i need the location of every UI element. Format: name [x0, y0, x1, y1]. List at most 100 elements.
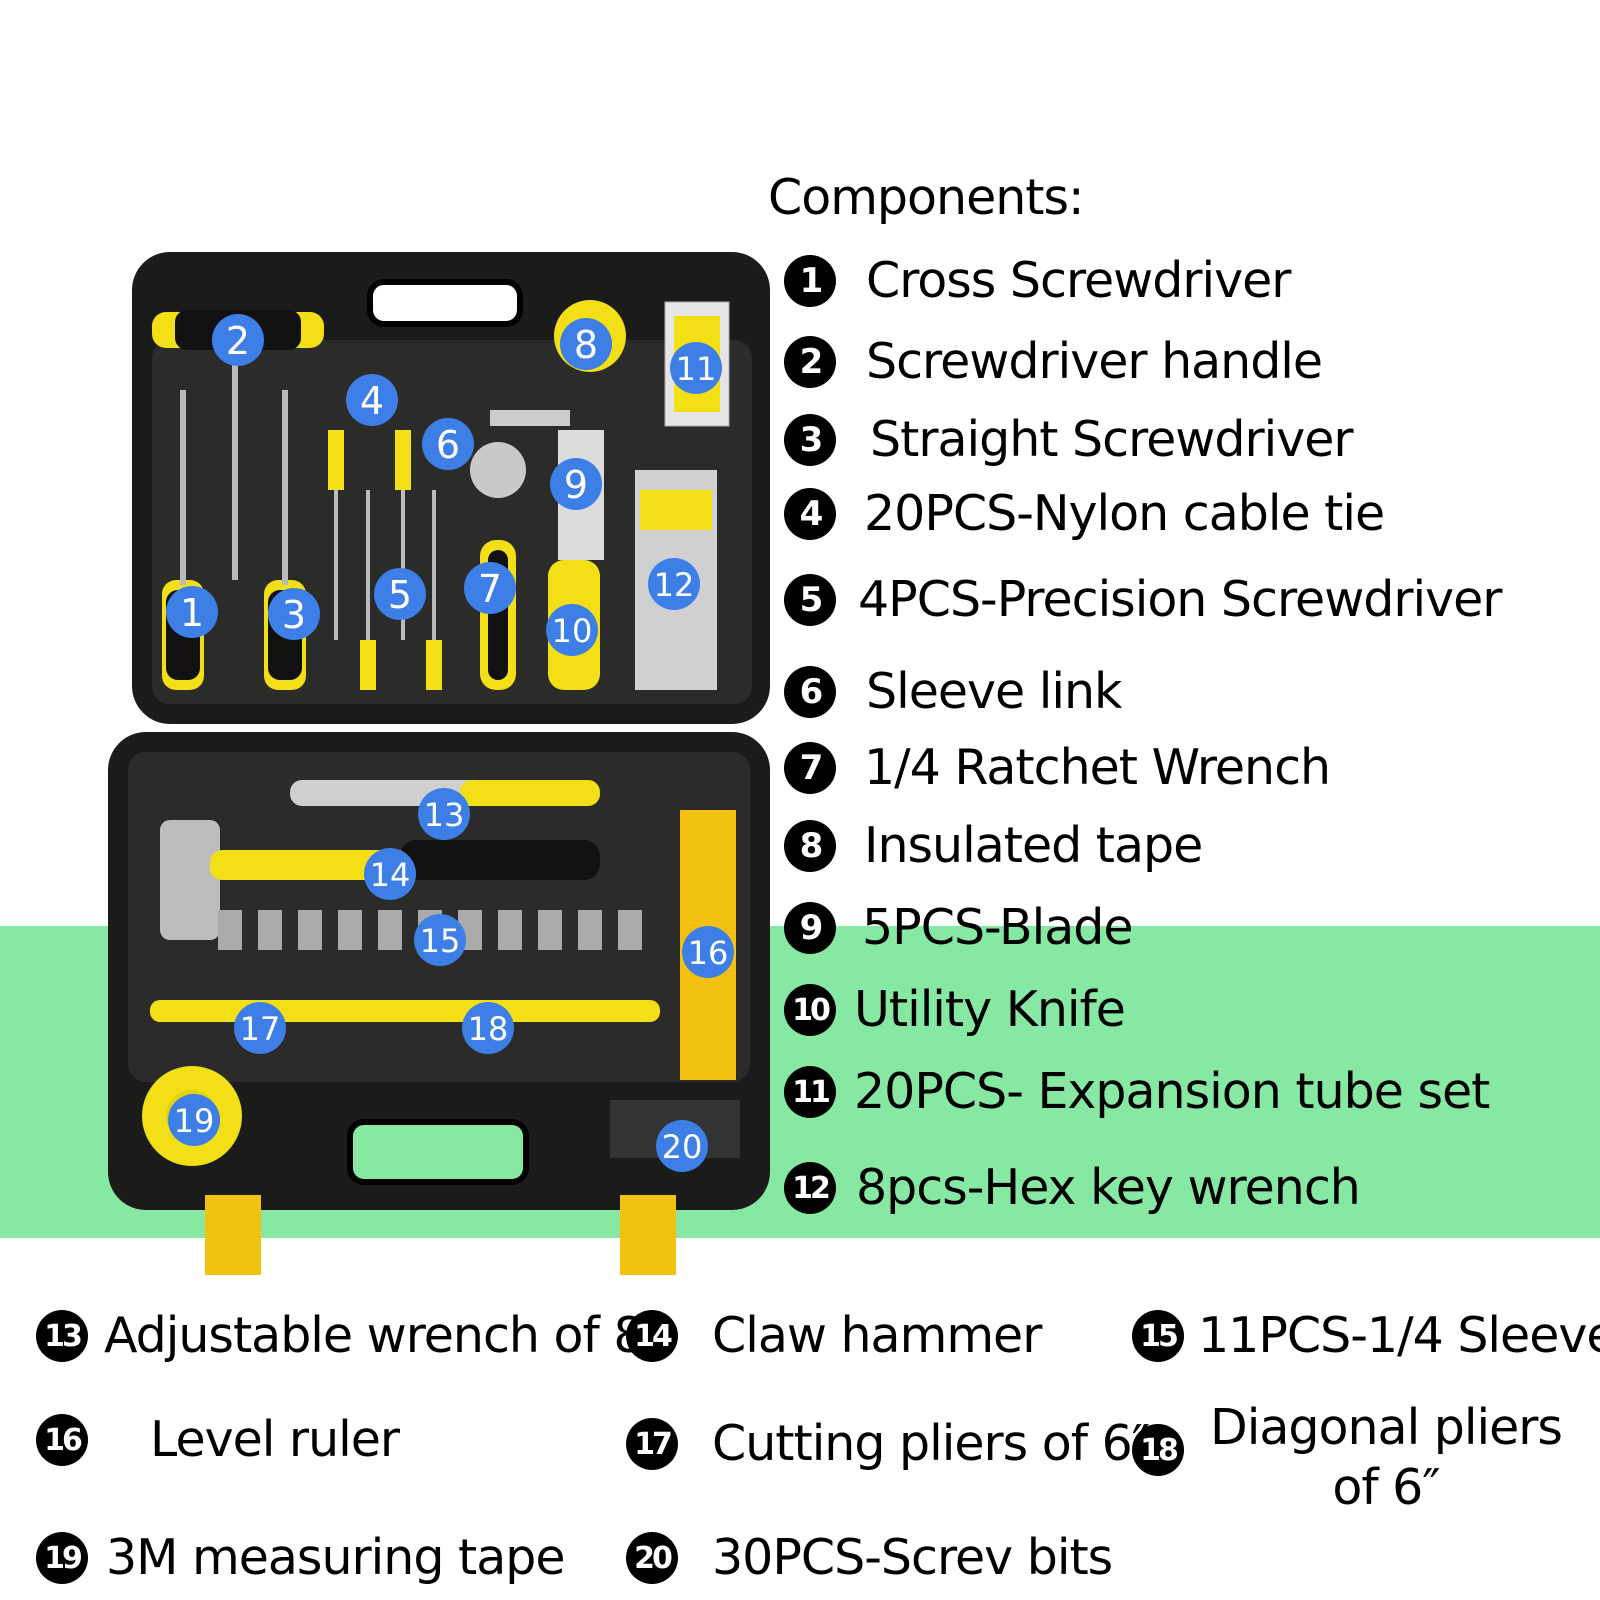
ratchet-wrench-icon	[470, 442, 526, 498]
number-badge: 11	[784, 1066, 836, 1118]
component-item: 11 20PCS- Expansion tube set	[784, 1062, 1490, 1122]
component-item: 4 20PCS-Nylon cable tie	[784, 484, 1385, 544]
component-item: 7 1/4 Ratchet Wrench	[784, 738, 1331, 798]
marker-8	[560, 318, 612, 370]
marker-label: 18	[468, 1010, 509, 1048]
marker-17	[234, 1002, 286, 1054]
component-label: Adjustable wrench of 8″	[104, 1307, 662, 1364]
component-item: 14 Claw hammer	[626, 1306, 1042, 1366]
component-item: 15 11PCS-1/4 Sleeve	[1132, 1306, 1600, 1366]
marker-10	[546, 604, 598, 656]
number-badge: 12	[784, 1162, 836, 1214]
marker-label: 20	[662, 1128, 703, 1166]
marker-18	[462, 1002, 514, 1054]
number-badge: 10	[784, 984, 836, 1036]
tool-markers: 1 2 3 4 5 6 7 8 9 10 11 12 13 14 15 16 1…	[166, 314, 734, 1172]
component-item: 8 Insulated tape	[784, 816, 1203, 876]
number-badge: 18	[1132, 1424, 1184, 1476]
marker-label: 8	[574, 323, 598, 367]
lid-handle-slot	[367, 279, 523, 327]
marker-label: 19	[174, 1102, 215, 1140]
marker-label: 9	[564, 463, 588, 507]
component-label: 20PCS- Expansion tube set	[854, 1063, 1490, 1120]
number-badge: 4	[784, 488, 836, 540]
marker-label: 13	[424, 796, 465, 834]
claw-hammer-icon	[160, 820, 220, 940]
sleeve-link-icon	[490, 410, 570, 426]
number-badge: 8	[784, 820, 836, 872]
component-item: 12 8pcs-Hex key wrench	[784, 1158, 1361, 1218]
marker-label: 12	[654, 566, 695, 604]
component-label: 11PCS-1/4 Sleeve	[1198, 1307, 1600, 1364]
cutting-pliers-icon	[150, 1000, 420, 1022]
component-label: Diagonal pliers of 6″	[1210, 1399, 1563, 1516]
number-badge: 19	[36, 1532, 88, 1584]
component-label: Screwdriver handle	[866, 333, 1323, 390]
marker-13	[418, 788, 470, 840]
diagonal-pliers-icon	[400, 1000, 660, 1022]
marker-label: 5	[388, 573, 412, 617]
marker-label: 11	[676, 350, 717, 388]
number-badge: 15	[1132, 1310, 1184, 1362]
component-item: 2 Screwdriver handle	[784, 332, 1323, 392]
marker-14	[364, 848, 416, 900]
marker-9	[550, 458, 602, 510]
number-badge: 17	[626, 1418, 678, 1470]
marker-label: 14	[370, 856, 411, 894]
component-item: 17 Cutting pliers of 6″	[626, 1414, 1150, 1474]
number-badge: 14	[626, 1310, 678, 1362]
component-label: 4PCS-Precision Screwdriver	[858, 571, 1502, 628]
component-item: 10 Utility Knife	[784, 980, 1126, 1040]
marker-4	[346, 374, 398, 426]
number-badge: 13	[36, 1310, 88, 1362]
base-handle-slot	[347, 1119, 529, 1185]
component-label: Level ruler	[150, 1411, 400, 1468]
component-item: 6 Sleeve link	[784, 662, 1122, 722]
component-label: 20PCS-Nylon cable tie	[864, 485, 1385, 542]
number-badge: 16	[36, 1414, 88, 1466]
number-badge: 2	[784, 336, 836, 388]
marker-label: 2	[226, 319, 250, 363]
marker-label: 3	[282, 593, 306, 637]
marker-6	[422, 418, 474, 470]
component-item: 5 4PCS-Precision Screwdriver	[784, 570, 1502, 630]
component-item: 16 Level ruler	[36, 1410, 400, 1470]
latch-left	[205, 1195, 261, 1275]
marker-12	[648, 558, 700, 610]
marker-label: 1	[180, 591, 204, 635]
number-badge: 20	[626, 1532, 678, 1584]
latch-right	[620, 1195, 676, 1275]
precision-screwdriver-icon	[328, 430, 344, 490]
marker-2	[212, 314, 264, 366]
component-label: 8pcs-Hex key wrench	[856, 1159, 1361, 1216]
component-item: 9 5PCS-Blade	[784, 898, 1133, 958]
marker-label: 7	[478, 567, 502, 611]
marker-3	[268, 588, 320, 640]
marker-label: 10	[552, 612, 593, 650]
marker-15	[414, 914, 466, 966]
number-badge: 3	[784, 414, 836, 466]
toolbox-illustration: 1 2 3 4 5 6 7 8 9 10 11 12 13 14 15 16 1…	[108, 252, 770, 1275]
marker-label: 15	[420, 922, 461, 960]
component-item: 19 3M measuring tape	[36, 1528, 566, 1588]
component-label: Insulated tape	[864, 817, 1203, 874]
components-title: Components:	[768, 169, 1085, 226]
number-badge: 5	[784, 574, 836, 626]
component-label: 5PCS-Blade	[862, 899, 1133, 956]
component-item: 3 Straight Screwdriver	[784, 410, 1354, 470]
marker-20	[656, 1120, 708, 1172]
marker-1	[166, 586, 218, 638]
component-label: Cutting pliers of 6″	[712, 1415, 1150, 1472]
component-label: Straight Screwdriver	[870, 411, 1354, 468]
number-badge: 1	[784, 255, 836, 307]
marker-label: 6	[436, 423, 460, 467]
component-label: Claw hammer	[712, 1307, 1042, 1364]
marker-7	[464, 562, 516, 614]
component-label: 3M measuring tape	[106, 1529, 566, 1586]
component-item: 1 Cross Screwdriver	[784, 251, 1291, 311]
number-badge: 6	[784, 666, 836, 718]
component-label: 1/4 Ratchet Wrench	[864, 739, 1331, 796]
component-item: 13 Adjustable wrench of 8″	[36, 1306, 662, 1366]
component-item: 20 30PCS-Screv bits	[626, 1528, 1113, 1588]
number-badge: 9	[784, 902, 836, 954]
